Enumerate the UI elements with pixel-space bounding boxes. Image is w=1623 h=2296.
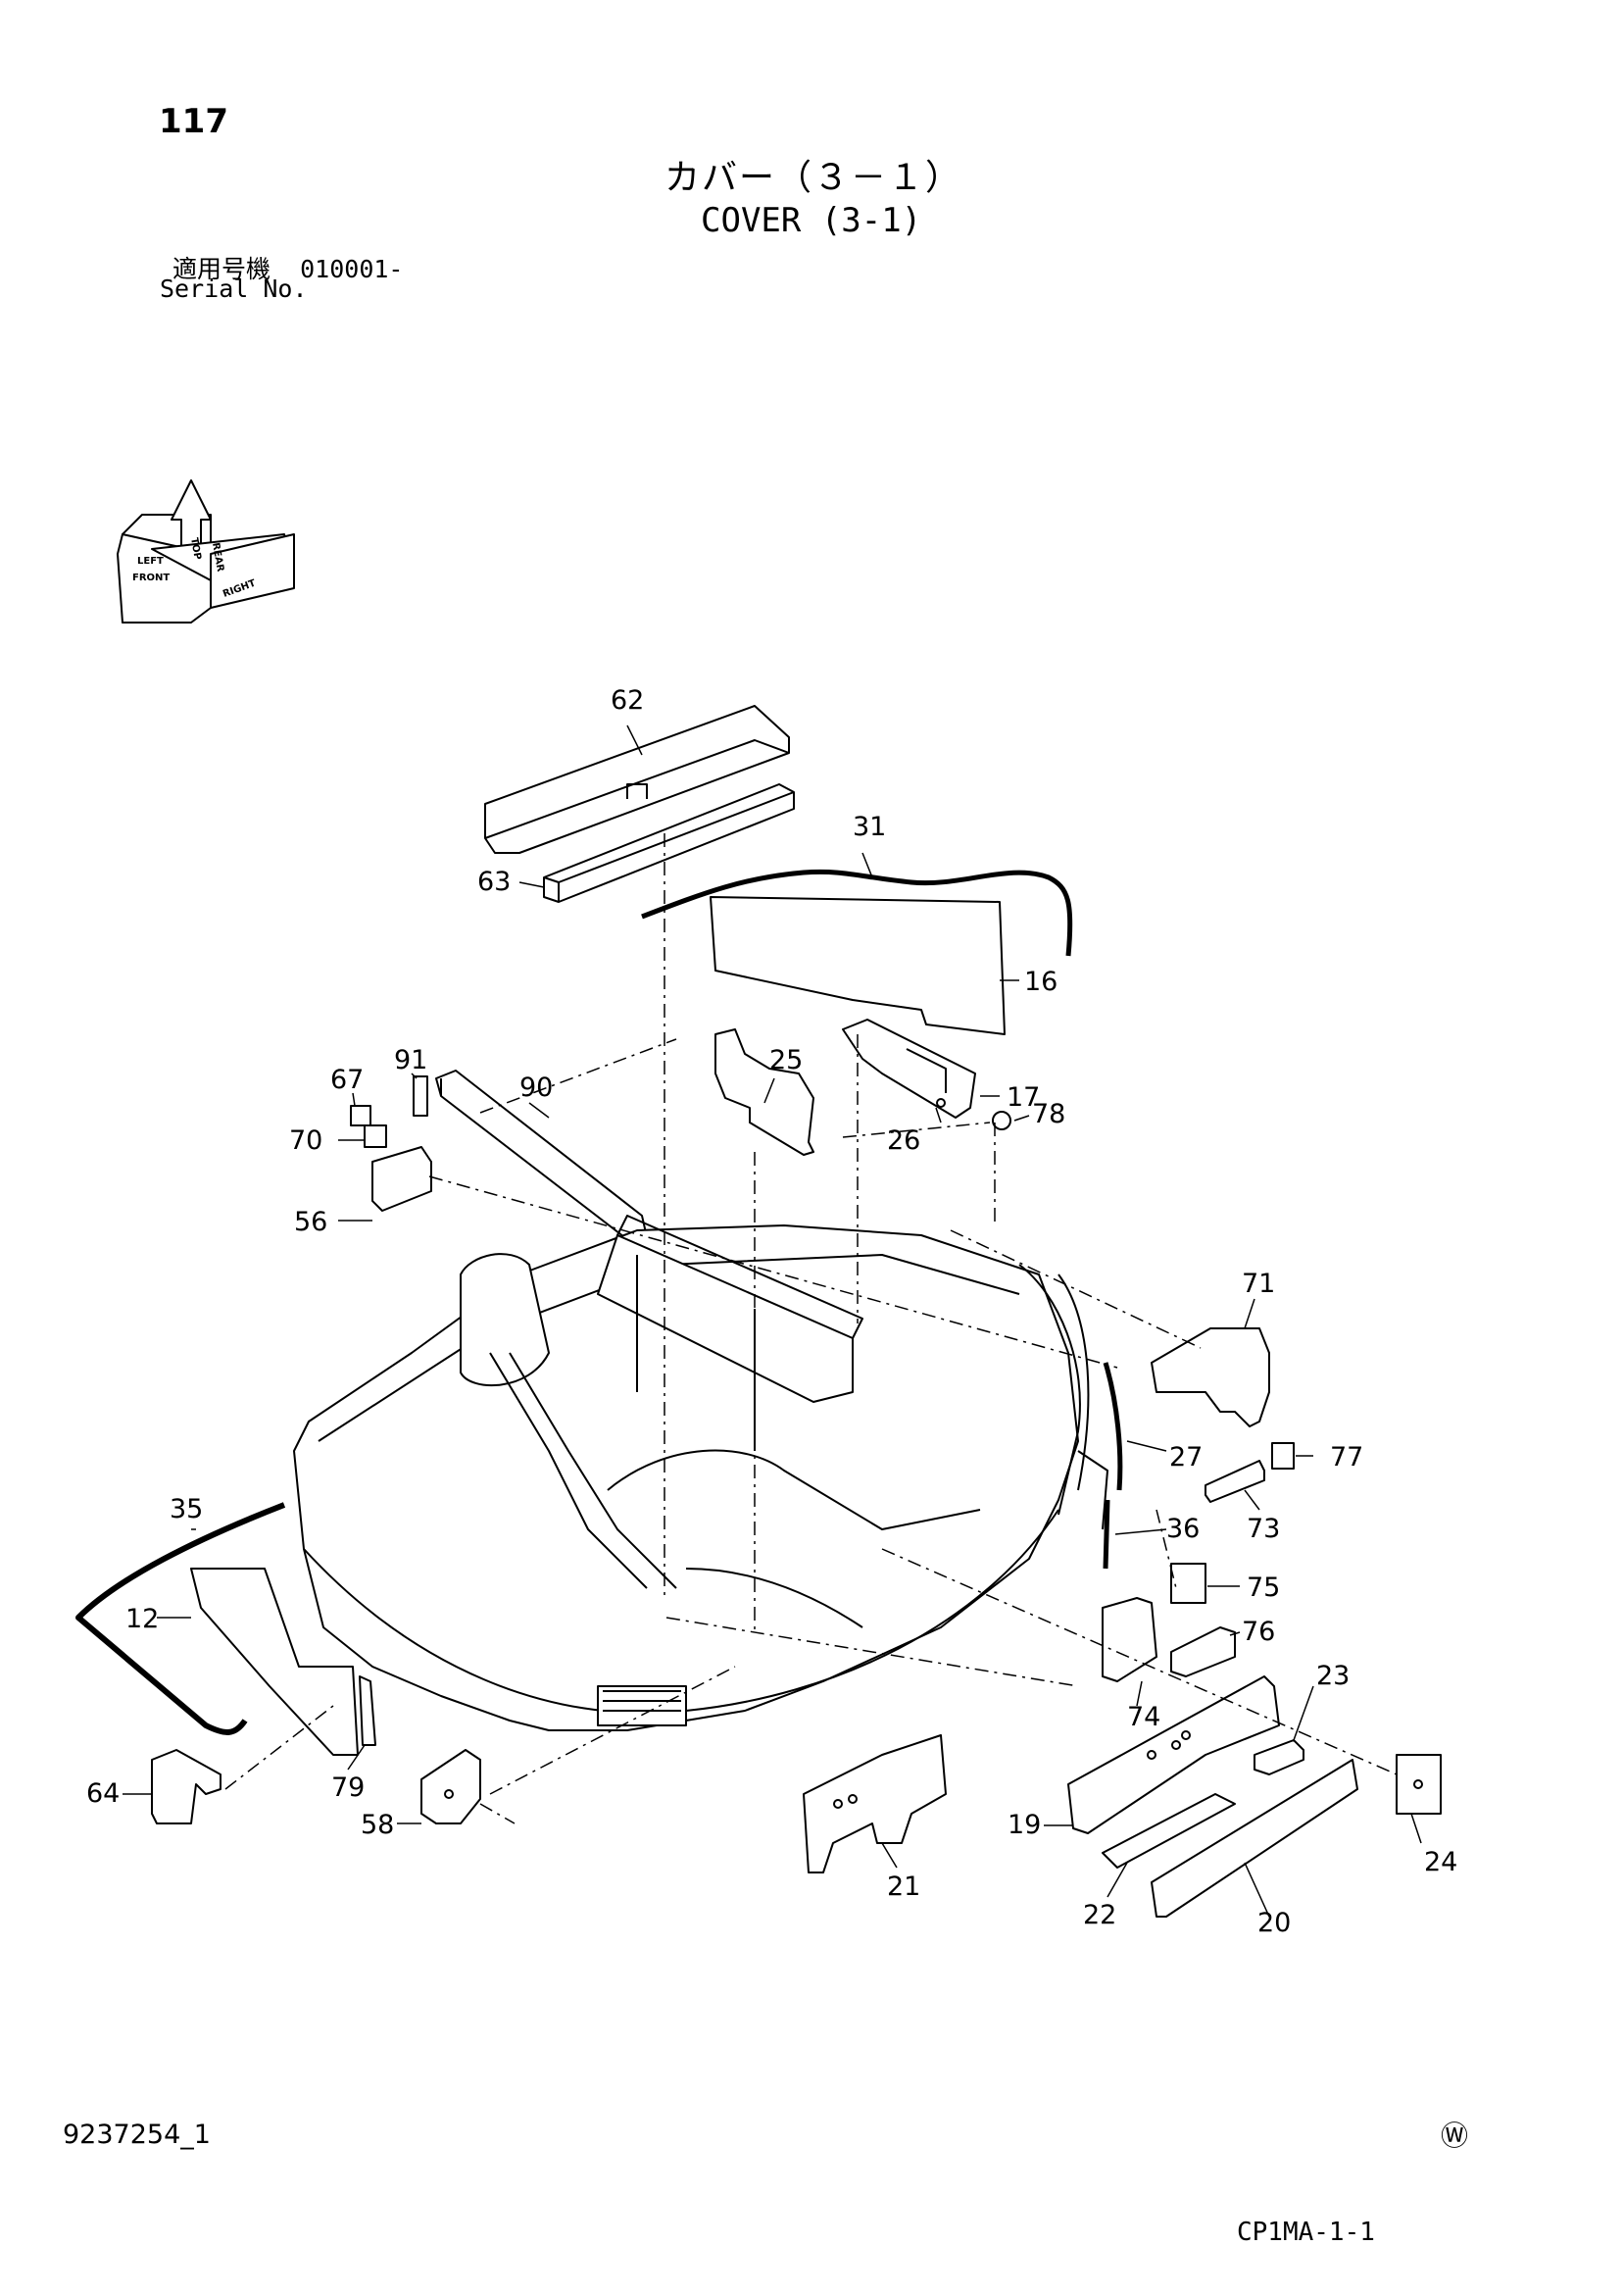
- orient-left-label: LEFT: [137, 556, 164, 567]
- part-25-plate: [714, 1028, 814, 1156]
- part-58-bracket: [420, 1749, 481, 1824]
- orient-front-label: FRONT: [132, 573, 170, 583]
- part-78-knob: [992, 1111, 1011, 1130]
- page-title-ja: カバー（３－１）: [664, 158, 963, 198]
- orientation-indicator-icon: LEFT FRONT TOP REAR RIGHT: [117, 479, 295, 624]
- serial-label-en: Serial No.: [160, 275, 308, 303]
- callout-78: 78: [1032, 1099, 1065, 1129]
- part-22-strip: [1102, 1793, 1236, 1869]
- serial-value: 010001-: [300, 255, 404, 283]
- callout-64: 64: [86, 1778, 120, 1809]
- part-31-seal: [641, 869, 1073, 957]
- callout-90: 90: [519, 1073, 553, 1103]
- part-19-plate: [1067, 1675, 1280, 1834]
- callout-23: 23: [1316, 1661, 1350, 1691]
- part-75-block: [1170, 1563, 1206, 1604]
- callout-21: 21: [887, 1872, 920, 1902]
- callout-12: 12: [125, 1604, 159, 1634]
- callout-17: 17: [1007, 1082, 1040, 1113]
- serial-label-ja-text: 適用号機: [172, 255, 271, 283]
- callout-35: 35: [170, 1494, 203, 1524]
- callout-91: 91: [394, 1045, 427, 1075]
- callout-31: 31: [853, 812, 886, 842]
- orient-top-label: TOP: [188, 537, 203, 561]
- callout-58: 58: [361, 1810, 394, 1840]
- part-91-block: [413, 1075, 428, 1117]
- callout-20: 20: [1257, 1908, 1291, 1938]
- part-76-block: [1170, 1626, 1236, 1677]
- callout-24: 24: [1424, 1847, 1457, 1877]
- callout-56: 56: [294, 1207, 327, 1237]
- callout-63: 63: [477, 867, 511, 897]
- part-77-block: [1271, 1442, 1295, 1470]
- callout-19: 19: [1008, 1810, 1041, 1840]
- callout-labels: 62 63 31 16 17 78 25 26 91 90 67 70 56 7…: [86, 685, 1457, 1938]
- part-23-block: [1254, 1739, 1304, 1775]
- callout-73: 73: [1247, 1514, 1280, 1544]
- part-67-block: [350, 1105, 371, 1126]
- part-74-pad: [1102, 1597, 1157, 1682]
- upperstructure-frame: [293, 1215, 1108, 1731]
- callout-76: 76: [1242, 1617, 1275, 1647]
- part-64-bracket: [151, 1749, 221, 1824]
- part-71-bracket: [1151, 1327, 1270, 1427]
- part-73-block: [1205, 1460, 1265, 1503]
- callout-71: 71: [1242, 1269, 1275, 1299]
- part-79-stay: [359, 1675, 376, 1746]
- part-36-seal: [1103, 1499, 1110, 1570]
- part-20-strip: [1151, 1759, 1358, 1918]
- w-mark: Ⓦ: [1441, 2120, 1469, 2152]
- callout-16: 16: [1024, 967, 1057, 997]
- callout-67: 67: [330, 1065, 364, 1095]
- leader-lines: [123, 724, 1422, 1918]
- callout-27: 27: [1169, 1442, 1203, 1472]
- callout-62: 62: [611, 685, 644, 716]
- part-63-seal-strip: [543, 783, 795, 903]
- document-number: 9237254_1: [63, 2120, 211, 2150]
- page-number: 117: [159, 102, 228, 141]
- callout-22: 22: [1083, 1900, 1116, 1930]
- part-70-block: [364, 1124, 387, 1148]
- callout-26: 26: [887, 1125, 920, 1156]
- callout-25: 25: [769, 1045, 803, 1075]
- callout-75: 75: [1247, 1572, 1280, 1603]
- callout-77: 77: [1330, 1442, 1363, 1472]
- part-56-block: [371, 1146, 432, 1212]
- callout-79: 79: [331, 1772, 365, 1803]
- orient-rear-label: REAR: [210, 542, 225, 574]
- part-21-bracket: [803, 1734, 947, 1873]
- part-17-bracket: [842, 1019, 976, 1119]
- callout-70: 70: [289, 1125, 322, 1156]
- part-35-seal: [75, 1502, 286, 1735]
- page-code: CP1MA-1-1: [1237, 2218, 1375, 2247]
- callout-74: 74: [1127, 1702, 1160, 1732]
- part-27-seal: [1103, 1362, 1123, 1491]
- serial-label-ja: 適用号機 010001-: [172, 250, 403, 285]
- part-16-cover-plate: [710, 896, 1006, 1035]
- part-24-block: [1396, 1754, 1442, 1815]
- construction-lines: [224, 833, 1398, 1824]
- callout-36: 36: [1166, 1514, 1200, 1544]
- part-62-top-cover: [484, 705, 790, 854]
- page-title-en: COVER (3-1): [701, 201, 922, 240]
